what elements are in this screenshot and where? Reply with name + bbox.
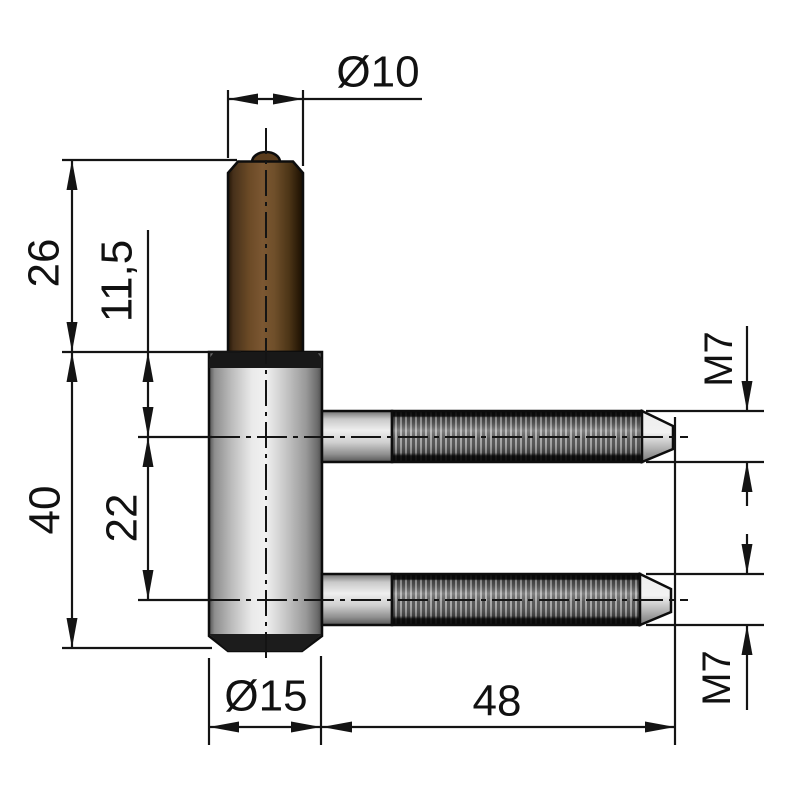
- arrow: [741, 625, 753, 655]
- arrow: [291, 721, 321, 733]
- label-screw-axis-spacing: 22: [98, 494, 147, 543]
- arrow: [66, 160, 78, 190]
- label-shoulder-to-upper-screw: 11,5: [93, 240, 142, 322]
- arrow: [228, 93, 258, 105]
- arrow: [645, 721, 675, 733]
- arrow: [741, 462, 753, 492]
- label-upper-thread: M7: [697, 331, 741, 387]
- arrow: [66, 322, 78, 352]
- label-pin-length: 26: [20, 239, 69, 288]
- dimension-arrows: [66, 93, 753, 733]
- label-pin-diameter: Ø10: [336, 48, 419, 97]
- label-body-diameter: Ø15: [224, 672, 307, 721]
- arrow: [209, 721, 239, 733]
- hinge-part: [207, 150, 675, 653]
- label-screw-length: 48: [473, 677, 522, 726]
- arrow: [142, 570, 154, 600]
- arrow: [741, 544, 753, 574]
- arrow: [322, 721, 352, 733]
- label-body-length: 40: [21, 486, 70, 535]
- arrow: [142, 352, 154, 382]
- arrow: [66, 352, 78, 382]
- arrow: [273, 93, 303, 105]
- pin-chamfer-left: [227, 160, 239, 174]
- centerlines: [210, 128, 688, 660]
- arrow: [142, 437, 154, 467]
- pin-chamfer-right: [292, 160, 304, 174]
- arrow: [741, 381, 753, 411]
- arrow: [142, 407, 154, 437]
- label-lower-thread: M7: [695, 650, 739, 706]
- arrow: [66, 618, 78, 648]
- dimension-labels: Ø10 26 11,5 40 22 Ø15 48 M7 M7: [20, 48, 742, 726]
